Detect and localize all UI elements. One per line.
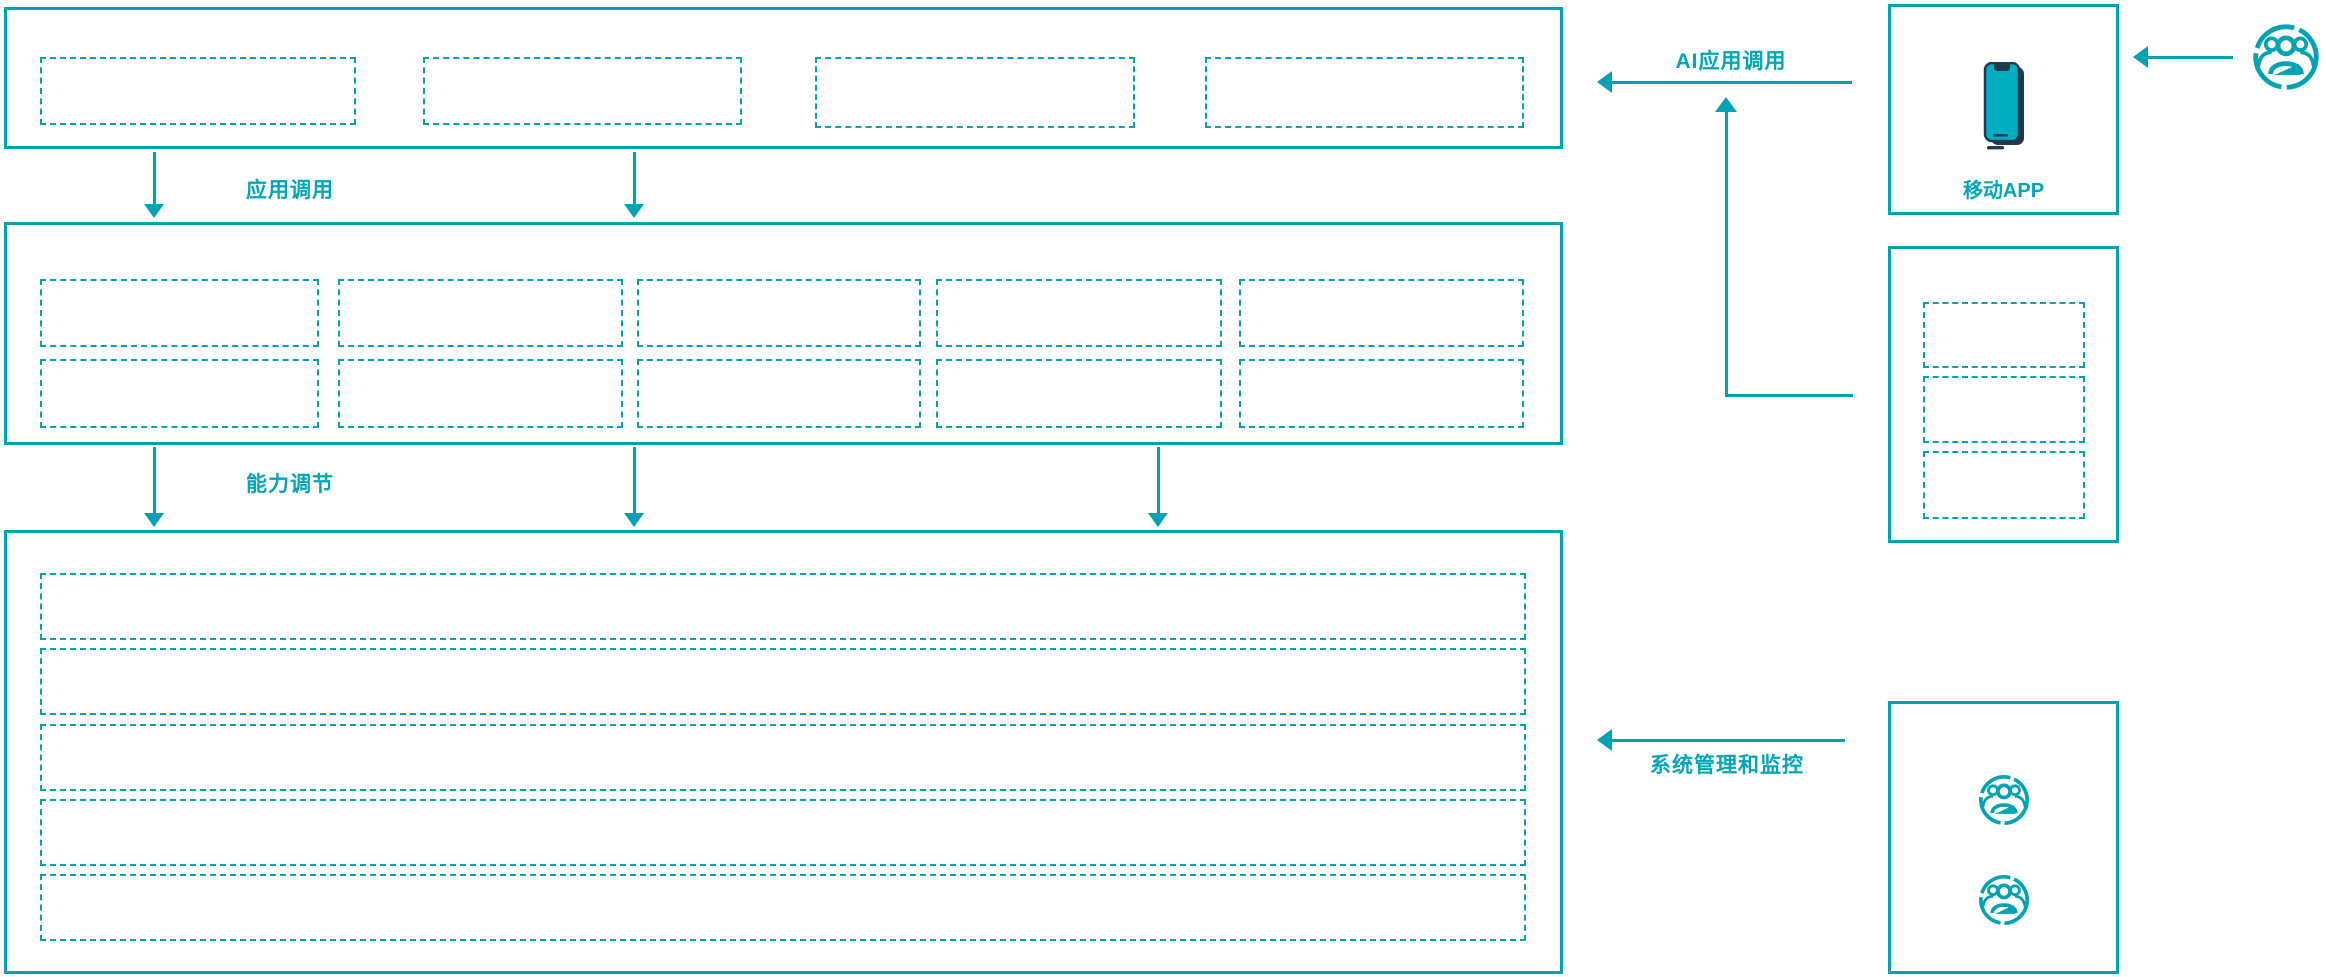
placeholder-box: [1923, 451, 2085, 519]
scenario-box: [1888, 246, 2119, 543]
mobile-app-box: [1888, 4, 2119, 215]
ai-app-call-label: AI应用调用: [1675, 50, 1787, 73]
placeholder-box: [1239, 359, 1524, 428]
placeholder-box: [637, 279, 921, 347]
app-call-label: 应用调用: [246, 179, 334, 202]
mobile-phone-icon: [1981, 61, 2027, 154]
users-group-icon: [2252, 23, 2320, 91]
users-group-icon: [1978, 874, 2030, 926]
placeholder-box: [637, 359, 921, 428]
placeholder-box: [338, 359, 623, 428]
system-management-label: 系统管理和监控: [1650, 754, 1804, 777]
mobile-app-caption: 移动APP: [1962, 180, 2045, 202]
placeholder-box: [936, 279, 1222, 347]
placeholder-box: [40, 799, 1526, 866]
placeholder-box: [40, 359, 319, 428]
placeholder-box: [40, 279, 319, 347]
users-group-icon: [1978, 774, 2030, 826]
placeholder-box: [423, 57, 742, 125]
placeholder-box: [1923, 376, 2085, 443]
bottom-layer-box: [4, 530, 1563, 974]
placeholder-box: [936, 359, 1222, 428]
placeholder-box: [40, 874, 1526, 941]
placeholder-box: [815, 57, 1135, 128]
placeholder-box: [40, 724, 1526, 791]
admin-box: [1888, 701, 2119, 974]
capability-adjust-label: 能力调节: [246, 473, 334, 496]
middle-layer-box: [4, 222, 1563, 445]
placeholder-box: [40, 648, 1526, 715]
placeholder-box: [1205, 57, 1524, 128]
placeholder-box: [1923, 302, 2085, 368]
top-layer-box: [4, 7, 1563, 149]
placeholder-box: [1239, 279, 1524, 347]
placeholder-box: [40, 57, 356, 125]
placeholder-box: [40, 573, 1526, 640]
placeholder-box: [338, 279, 623, 347]
